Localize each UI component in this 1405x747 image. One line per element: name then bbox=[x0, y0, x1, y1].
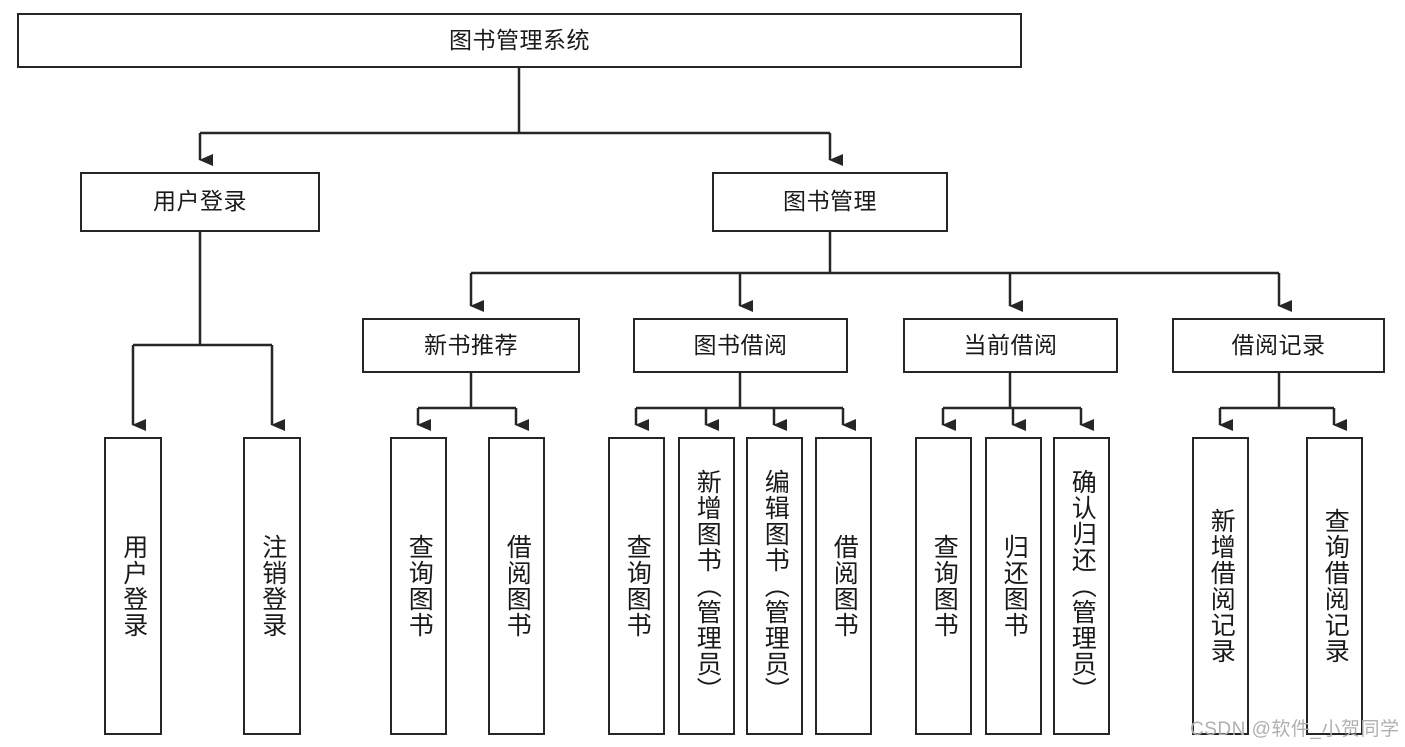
node-new-book-recommend[interactable]: 新书推荐 bbox=[362, 318, 580, 373]
leaf-query-books-current[interactable]: 查询图书 bbox=[915, 437, 972, 735]
leaf-edit-book-label: 编辑图书（管理员） bbox=[761, 469, 790, 703]
leaf-confirm-return[interactable]: 确认归还（管理员） bbox=[1053, 437, 1110, 735]
node-book-borrow-label: 图书借阅 bbox=[693, 331, 788, 358]
node-user-login[interactable]: 用户登录 bbox=[80, 172, 320, 232]
node-borrow-record[interactable]: 借阅记录 bbox=[1172, 318, 1385, 373]
leaf-query-books-borrow-label: 查询图书 bbox=[623, 534, 652, 638]
leaf-borrow-books-recommend[interactable]: 借阅图书 bbox=[488, 437, 545, 735]
leaf-add-borrow-record[interactable]: 新增借阅记录 bbox=[1192, 437, 1249, 735]
node-root[interactable]: 图书管理系统 bbox=[17, 13, 1022, 68]
leaf-user-login[interactable]: 用户登录 bbox=[104, 437, 162, 735]
node-root-label: 图书管理系统 bbox=[449, 26, 590, 53]
leaf-query-books-recommend[interactable]: 查询图书 bbox=[390, 437, 447, 735]
csdn-watermark: CSDN @软件_小贺同学 bbox=[1190, 714, 1399, 741]
leaf-query-books-borrow[interactable]: 查询图书 bbox=[608, 437, 665, 735]
leaf-add-book-label: 新增图书（管理员） bbox=[693, 469, 722, 703]
leaf-borrow-books-recommend-label: 借阅图书 bbox=[503, 534, 532, 638]
leaf-return-book[interactable]: 归还图书 bbox=[985, 437, 1042, 735]
leaf-logout-label: 注销登录 bbox=[258, 534, 287, 638]
node-new-book-recommend-label: 新书推荐 bbox=[424, 331, 518, 358]
node-borrow-record-label: 借阅记录 bbox=[1231, 331, 1326, 358]
leaf-add-book[interactable]: 新增图书（管理员） bbox=[678, 437, 735, 735]
leaf-logout[interactable]: 注销登录 bbox=[243, 437, 301, 735]
leaf-borrow-book-label: 借阅图书 bbox=[830, 534, 859, 638]
leaf-edit-book[interactable]: 编辑图书（管理员） bbox=[746, 437, 803, 735]
leaf-query-borrow-record[interactable]: 查询借阅记录 bbox=[1306, 437, 1363, 735]
csdn-watermark-text: CSDN @软件_小贺同学 bbox=[1190, 719, 1400, 740]
leaf-query-books-recommend-label: 查询图书 bbox=[405, 534, 434, 638]
leaf-user-login-label: 用户登录 bbox=[119, 534, 148, 638]
leaf-add-borrow-record-label: 新增借阅记录 bbox=[1207, 508, 1236, 664]
node-book-management[interactable]: 图书管理 bbox=[712, 172, 948, 232]
node-book-management-label: 图书管理 bbox=[783, 188, 877, 215]
leaf-return-book-label: 归还图书 bbox=[1000, 534, 1029, 638]
node-user-login-label: 用户登录 bbox=[153, 188, 247, 215]
leaf-borrow-book[interactable]: 借阅图书 bbox=[815, 437, 872, 735]
leaf-confirm-return-label: 确认归还（管理员） bbox=[1068, 469, 1097, 703]
node-book-borrow[interactable]: 图书借阅 bbox=[633, 318, 848, 373]
node-current-borrow-label: 当前借阅 bbox=[963, 331, 1058, 358]
leaf-query-books-current-label: 查询图书 bbox=[930, 534, 959, 638]
node-current-borrow[interactable]: 当前借阅 bbox=[903, 318, 1118, 373]
leaf-query-borrow-record-label: 查询借阅记录 bbox=[1321, 508, 1350, 664]
